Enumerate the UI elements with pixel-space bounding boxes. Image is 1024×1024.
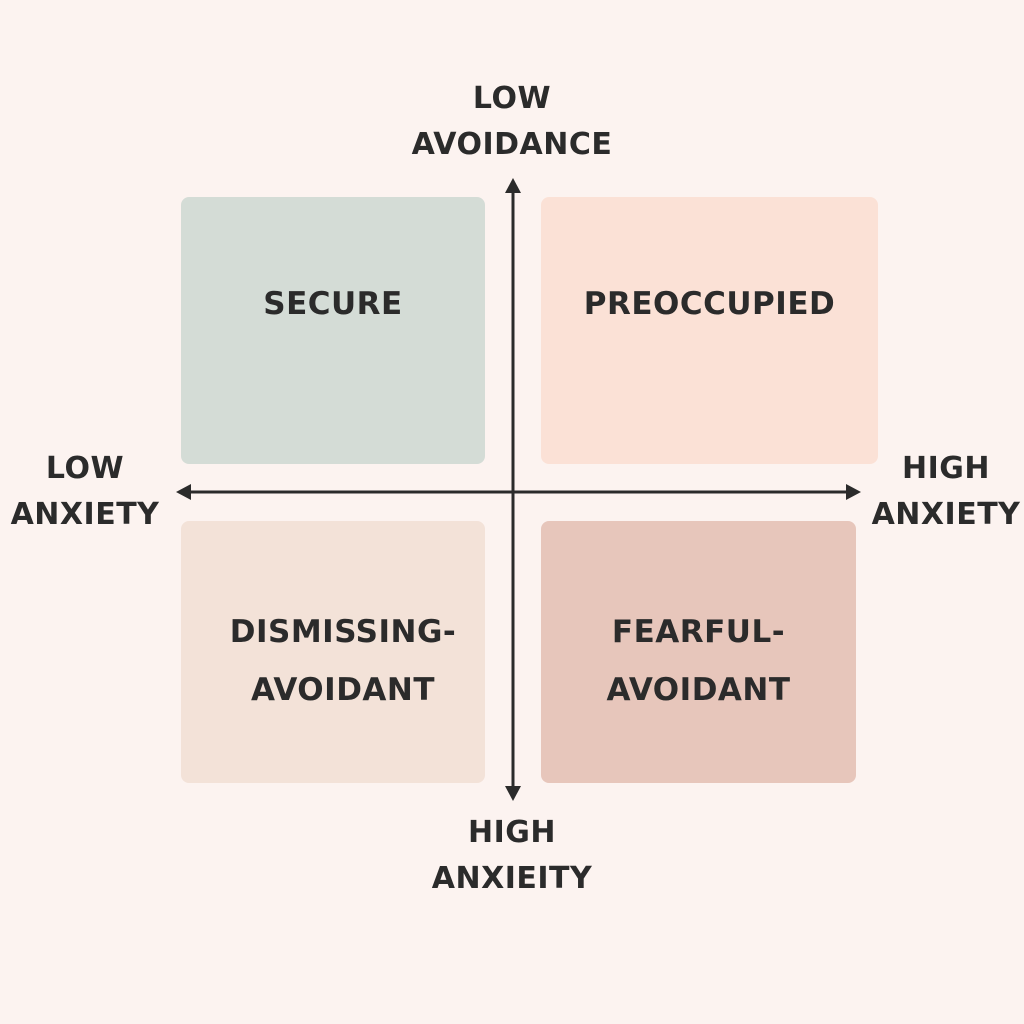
quadrant-dismissing-avoidant-label: DISMISSING- AVOIDANT [230, 603, 457, 719]
axis-label-top-line2: AVOIDANCE [411, 127, 613, 162]
vertical-axis-bottom-arrowhead [505, 786, 521, 801]
axis-label-right: HIGH ANXIETY [866, 446, 1024, 538]
axis-label-top-line1: LOW [472, 81, 552, 116]
axis-label-bottom-line2: ANXIEITY [431, 861, 593, 896]
axis-label-right-line2: ANXIETY [871, 497, 1021, 532]
quadrant-preoccupied-label: PREOCCUPIED [584, 275, 835, 333]
axis-label-top: LOW AVOIDANCE [392, 76, 632, 168]
quadrant-secure-label: SECURE [263, 275, 402, 333]
quadrant-fearful-avoidant-label-line1: FEARFUL- [611, 614, 786, 650]
axis-label-bottom-line1: HIGH [467, 815, 556, 850]
quadrant-dismissing-avoidant: DISMISSING- AVOIDANT [181, 521, 485, 783]
quadrant-secure: SECURE [181, 197, 485, 464]
horizontal-axis-left-arrowhead [176, 484, 191, 500]
quadrant-fearful-avoidant-label-line2: AVOIDANT [606, 672, 791, 708]
axis-label-right-line1: HIGH [901, 451, 990, 486]
axis-label-left-line1: LOW [45, 451, 125, 486]
quadrant-dismissing-avoidant-label-line1: DISMISSING- [229, 614, 457, 650]
vertical-axis-top-arrowhead [505, 178, 521, 193]
axis-label-bottom: HIGH ANXIEITY [392, 810, 632, 902]
axis-label-left: LOW ANXIETY [0, 446, 170, 538]
axis-label-left-line2: ANXIETY [10, 497, 160, 532]
horizontal-axis-right-arrowhead [846, 484, 861, 500]
quadrant-preoccupied: PREOCCUPIED [541, 197, 878, 464]
quadrant-fearful-avoidant: FEARFUL- AVOIDANT [541, 521, 856, 783]
quadrant-dismissing-avoidant-label-line2: AVOIDANT [250, 672, 436, 708]
quadrant-preoccupied-label-line1: PREOCCUPIED [583, 286, 836, 322]
quadrant-secure-label-line1: SECURE [263, 286, 403, 322]
quadrant-fearful-avoidant-label: FEARFUL- AVOIDANT [606, 603, 790, 719]
